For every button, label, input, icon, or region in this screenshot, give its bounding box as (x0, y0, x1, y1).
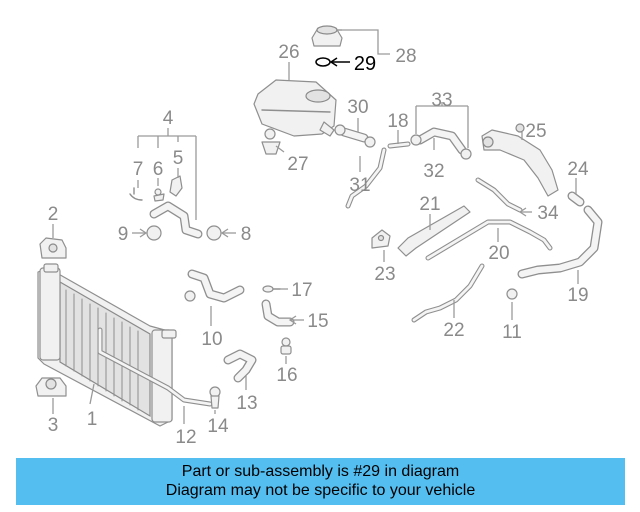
cap-16 (280, 337, 292, 355)
callout-8: 8 (241, 224, 252, 245)
banner-line-disclaimer: Diagram may not be specific to your vehi… (165, 482, 476, 499)
callout-11: 11 (502, 322, 522, 343)
callout-12: 12 (175, 427, 196, 448)
reservoir-cap-28 (311, 25, 343, 47)
callout-10: 10 (201, 329, 222, 350)
pipe-18 (387, 141, 411, 149)
callout-30: 30 (347, 97, 368, 118)
callout-34: 34 (537, 203, 559, 224)
callout-25: 25 (525, 121, 546, 142)
callout-16: 16 (276, 365, 297, 386)
coolant-reservoir-26 (253, 79, 337, 137)
hose-19 (517, 205, 603, 279)
tube-12 (97, 327, 213, 407)
callout-15: 15 (307, 311, 328, 332)
callout-23: 23 (374, 264, 395, 285)
pipe-31 (345, 147, 387, 209)
clamp-14 (209, 386, 221, 409)
callout-33: 33 (431, 90, 452, 111)
banner-line-part: Part or sub-assembly is #29 in diagram (181, 463, 460, 480)
hose-30 (334, 124, 376, 148)
callout-6: 6 (153, 159, 164, 180)
callout-2: 2 (48, 204, 59, 225)
clamp-33 (410, 134, 472, 160)
callout-3: 3 (48, 415, 59, 436)
radiator (37, 263, 177, 427)
mount-2 (39, 237, 67, 259)
callout-1: 1 (87, 409, 98, 430)
callout-32: 32 (423, 161, 444, 182)
hose-15 (261, 299, 295, 327)
mount-3 (35, 377, 67, 397)
pipe-34 (475, 177, 523, 213)
hose-kit-4 (129, 175, 222, 241)
pipe-25 (481, 123, 559, 197)
leader-lines (52, 29, 579, 424)
callout-27: 27 (287, 154, 308, 175)
sensor-27 (261, 128, 281, 155)
hose-32 (415, 127, 467, 155)
callout-21: 21 (419, 194, 440, 215)
callout-labels: 1 2 3 4 5 6 7 8 9 10 11 12 13 14 15 16 1… (48, 42, 589, 448)
clip-17 (262, 285, 281, 293)
clamp-11 (506, 288, 518, 300)
hose-10 (184, 269, 245, 303)
callout-18: 18 (387, 111, 408, 132)
callout-4: 4 (163, 108, 174, 129)
callout-13: 13 (236, 393, 257, 414)
bracket-23 (371, 229, 391, 249)
callout-22: 22 (443, 320, 464, 341)
callout-19: 19 (567, 285, 588, 306)
callout-24: 24 (567, 159, 589, 180)
callout-9: 9 (118, 224, 129, 245)
hose-13 (223, 349, 257, 383)
callout-29-highlighted: 29 (354, 53, 376, 75)
callout-7: 7 (133, 159, 144, 180)
seal-29 (315, 57, 331, 67)
pipe-21 (397, 205, 471, 257)
callout-31: 31 (349, 175, 370, 196)
callout-5: 5 (173, 148, 184, 169)
callout-20: 20 (488, 243, 509, 264)
part-info-banner: Part or sub-assembly is #29 in diagram D… (16, 458, 625, 505)
pipe-20 (425, 219, 553, 261)
callout-17: 17 (291, 280, 312, 301)
callout-26: 26 (278, 42, 299, 63)
callout-28: 28 (395, 46, 416, 67)
pipe-22 (411, 263, 485, 323)
parts-diagram: 1 2 3 4 5 6 7 8 9 10 11 12 13 14 15 16 1… (35, 25, 603, 448)
hose-24 (567, 191, 585, 207)
callout-14: 14 (207, 416, 229, 437)
